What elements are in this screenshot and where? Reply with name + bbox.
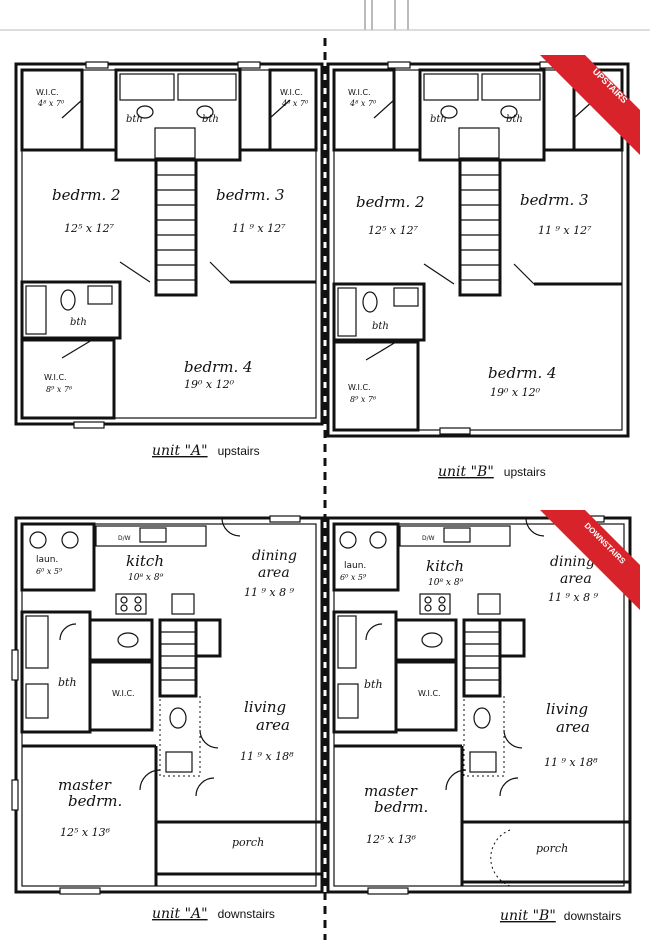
living-area-label: area [556,718,590,736]
master-dim: 12⁵ x 13⁶ [60,826,111,839]
stair-treads [160,631,196,681]
dining-label: dining [550,554,595,570]
caption-unit-b-downstairs-unit: unit "B" [500,908,556,924]
bedroom-4-label: bedrm. 4 [184,358,253,376]
wic-label: W.I.C. [36,88,59,97]
laundry-dim: 6⁰ x 5⁹ [36,567,63,576]
bath-label: bth [126,114,143,125]
downstairs-unit-b [326,515,632,895]
upstairs-ribbon: UPSTAIRS [540,55,640,155]
wic-dim: 8⁹ x 7⁶ [46,385,73,394]
kitchen-label: kitch [126,552,164,570]
caption-unit-b-downstairs-floor: downstairs [564,909,621,923]
bath-label: bth [506,114,523,125]
bedroom-2-dim: 12⁵ x 12⁷ [64,222,115,235]
wic-label: W.I.C. [348,383,371,392]
stair-treads [464,631,500,681]
wic-label: W.I.C. [348,88,371,97]
stair-treads [460,174,500,281]
porch-label: porch [536,842,568,855]
downstairs-labels: D/W laun. 6⁰ x 5⁹ kitch 10⁸ x 8⁹ dining … [36,535,621,924]
caption-unit-a-upstairs-unit: unit "A" [152,443,208,459]
master-bedrm-label: bedrm. [68,792,122,810]
bath-label: bth [364,678,383,691]
caption-unit-a-upstairs: unit "A" upstairs [152,443,260,459]
laundry-dim: 6⁰ x 5⁹ [340,573,367,582]
bedroom-4-label: bedrm. 4 [488,364,557,382]
wic-label: W.I.C. [112,689,135,698]
upstairs-unit-b [326,61,630,438]
living-label: living [546,700,588,718]
wic-dim: 4⁸ x 7⁰ [37,99,65,108]
dining-dim: 11 ⁹ x 8 ⁹ [244,586,295,599]
wic-label: W.I.C. [280,88,303,97]
stair-treads [156,174,196,281]
wic-label: W.I.C. [418,689,441,698]
living-dim: 11 ⁹ x 18⁸ [240,750,294,763]
bath-label: bth [372,321,389,332]
kitchen-label: kitch [426,557,464,575]
master-label: master [58,776,112,794]
caption-unit-b-upstairs: unit "B" upstairs [438,464,546,480]
dining-area-label: area [258,565,290,581]
laundry-label: laun. [344,561,366,571]
wic-dim: 4⁸ x 7⁰ [349,99,377,108]
living-dim: 11 ⁹ x 18⁸ [544,756,598,769]
caption-unit-b-upstairs-floor: upstairs [504,465,546,479]
bedroom-4-dim: 19⁰ x 12⁰ [490,386,541,399]
living-label: living [244,698,286,716]
caption-unit-b-upstairs-unit: unit "B" [438,464,494,480]
dining-area-label: area [560,571,592,587]
bedroom-2-label: bedrm. 2 [52,186,121,204]
caption-unit-a-downstairs-unit: unit "A" [152,906,208,922]
wic-dim: 4⁸ x 7⁰ [281,99,309,108]
bath-label: bth [58,676,77,689]
master-bedrm-label: bedrm. [374,798,428,816]
master-dim: 12⁵ x 13⁶ [366,833,417,846]
dishwasher-label: D/W [422,535,435,542]
wic-dim: 8⁹ x 7⁶ [350,395,377,404]
master-label: master [364,782,418,800]
bedroom-3-dim: 11 ⁹ x 12⁷ [538,224,592,237]
laundry-label: laun. [36,555,58,565]
caption-unit-b-downstairs: unit "B" downstairs [500,908,621,924]
bath-label: bth [202,114,219,125]
bedroom-4-dim: 19⁰ x 12⁰ [184,378,235,391]
dishwasher-label: D/W [118,535,131,542]
dining-dim: 11 ⁹ x 8 ⁹ [548,591,599,604]
upstairs-labels: W.I.C. 4⁸ x 7⁰ W.I.C. 4⁸ x 7⁰ bth bth be… [36,88,592,480]
caption-unit-a-upstairs-floor: upstairs [218,444,260,458]
wic-label: W.I.C. [44,373,67,382]
caption-unit-a-downstairs: unit "A" downstairs [152,906,275,922]
bedroom-3-label: bedrm. 3 [520,191,589,209]
bedroom-2-label: bedrm. 2 [356,193,425,211]
scan-artifact [0,0,650,31]
kitchen-dim: 10⁸ x 8⁹ [428,578,464,588]
dining-label: dining [252,548,297,564]
upstairs-unit-a [14,61,324,429]
bedroom-2-dim: 12⁵ x 12⁷ [368,224,419,237]
bedroom-3-dim: 11 ⁹ x 12⁷ [232,222,286,235]
caption-unit-a-downstairs-floor: downstairs [218,907,275,921]
downstairs-unit-a [11,515,324,895]
bath-label: bth [70,317,87,328]
porch-label: porch [232,836,264,849]
kitchen-dim: 10⁸ x 8⁹ [128,573,164,583]
bath-label: bth [430,114,447,125]
living-area-label: area [256,716,290,734]
bedroom-3-label: bedrm. 3 [216,186,285,204]
